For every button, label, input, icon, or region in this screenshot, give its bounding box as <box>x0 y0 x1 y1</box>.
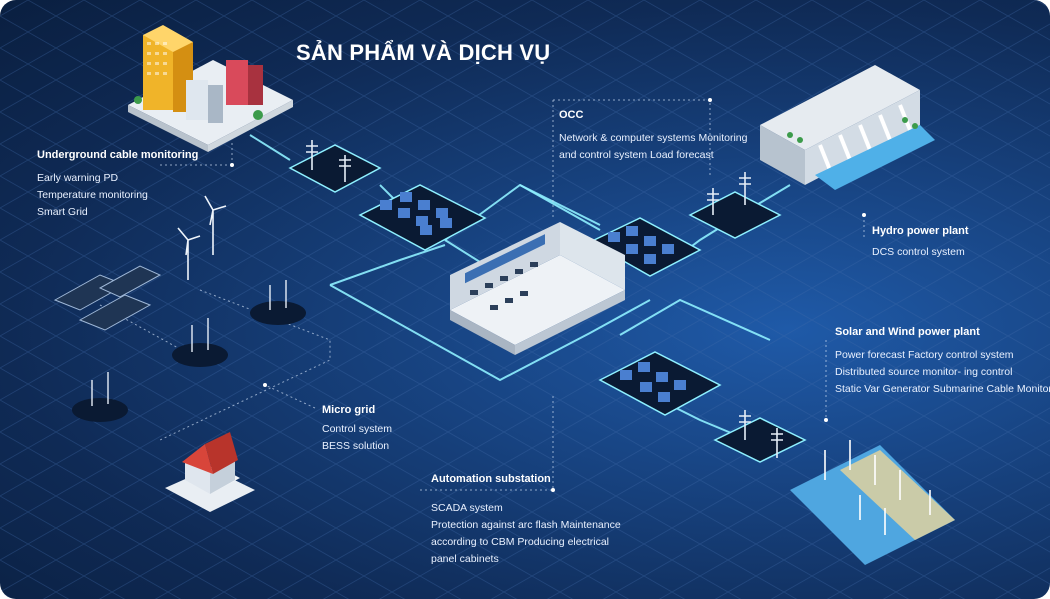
block-line: according to CBM Producing electrical <box>431 536 609 548</box>
block-heading: OCC <box>559 109 584 121</box>
block-line: Protection against arc flash Maintenance <box>431 519 621 531</box>
micro-grid-block: Micro grid Control system BESS solution <box>322 403 392 455</box>
block-line: Smart Grid <box>37 206 88 218</box>
occ-block: OCC Network & computer systems Monitorin… <box>559 108 747 164</box>
block-line: Static Var Generator Submarine Cable Mon… <box>835 383 1050 395</box>
block-line: Early warning PD <box>37 172 119 184</box>
block-line: Network & computer systems Monitoring <box>559 132 748 144</box>
block-heading: Hydro power plant <box>872 225 969 237</box>
hydro-block: Hydro power plant DCS control system <box>872 224 969 261</box>
offshore-wind-farm-icon <box>790 440 955 565</box>
control-room-icon <box>450 222 625 355</box>
substation-cabinets-icon <box>588 217 702 277</box>
city-buildings-icon <box>128 25 293 152</box>
block-line: SCADA system <box>431 502 503 514</box>
house-icon <box>165 432 255 512</box>
hydro-dam-icon <box>760 65 935 190</box>
block-heading: Solar and Wind power plant <box>835 326 980 338</box>
block-line: Power forecast Factory control system <box>835 349 1014 361</box>
block-heading: Micro grid <box>322 404 376 416</box>
block-line: BESS solution <box>322 440 390 452</box>
block-heading: Underground cable monitoring <box>37 149 199 161</box>
block-heading: Automation substation <box>431 473 551 485</box>
micro-grid-pads <box>72 280 306 422</box>
block-line: Distributed source monitor- ing control <box>835 366 1013 378</box>
transmission-tower-icon <box>688 172 782 239</box>
solar-wind-block: Solar and Wind power plant Power forecas… <box>835 325 1050 398</box>
wind-turbine-icon <box>177 195 227 280</box>
page-title: SẢN PHẨM VÀ DỊCH VỤ <box>296 40 551 65</box>
underground-cable-block: Underground cable monitoring Early warni… <box>37 148 198 221</box>
substation-cabinets-icon <box>598 351 722 416</box>
block-line: DCS control system <box>872 246 965 258</box>
block-line: Temperature monitoring <box>37 189 148 201</box>
transmission-tower-icon <box>288 140 382 193</box>
block-line: Control system <box>322 423 393 435</box>
automation-block: Automation substation SCADA system Prote… <box>431 472 621 568</box>
block-line: panel cabinets <box>431 553 499 565</box>
transmission-tower-icon <box>713 410 807 463</box>
substation-cabinets-icon <box>358 184 487 251</box>
block-line: and control system Load forecast <box>559 149 714 161</box>
solar-panel-icon <box>53 265 162 331</box>
